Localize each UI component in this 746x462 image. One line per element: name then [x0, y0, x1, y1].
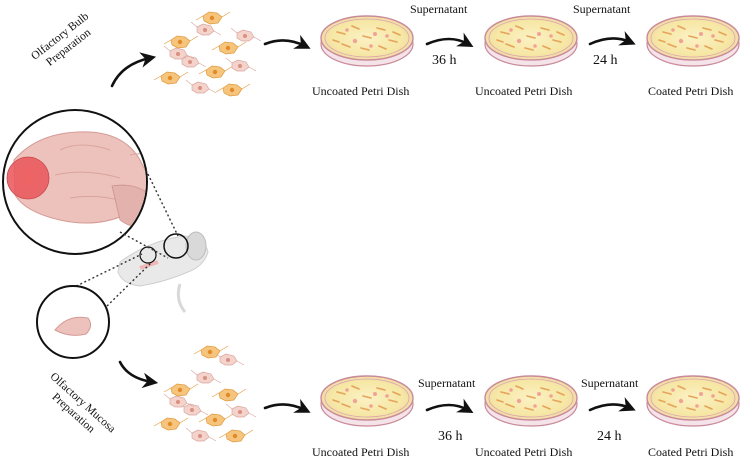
- rat-head: [117, 231, 209, 313]
- bottom-dish-1-label: Uncoated Petri Dish: [312, 445, 410, 459]
- bottom-dish-3-label: Coated Petri Dish: [648, 445, 734, 459]
- top-dish-2-label: Uncoated Petri Dish: [475, 84, 573, 98]
- bottom-dish-1: [320, 375, 414, 427]
- bottom-dish-3: [646, 375, 740, 427]
- bottom-step2-label: Supernatant: [581, 376, 639, 390]
- bottom-step1-time: 36 h: [438, 429, 463, 444]
- bottom-dish-2-label: Uncoated Petri Dish: [475, 445, 573, 459]
- top-step2-label: Supernatant: [573, 2, 631, 16]
- bottom-step1-label: Supernatant: [418, 376, 476, 390]
- top-step1-label: Supernatant: [410, 2, 468, 16]
- mucosa-zoom: [36, 285, 110, 359]
- top-dish-3: [646, 15, 740, 67]
- brain-zoom: [2, 109, 148, 255]
- top-arrows: [110, 31, 636, 88]
- top-dish-2: [484, 15, 578, 67]
- top-cell-cluster: [153, 11, 262, 97]
- top-dish-1-label: Uncoated Petri Dish: [312, 84, 410, 98]
- top-dish-3-label: Coated Petri Dish: [648, 84, 734, 98]
- top-dish-1: [320, 15, 414, 67]
- bottom-step2-time: 24 h: [597, 429, 622, 444]
- bottom-arrows: [118, 360, 636, 414]
- bottom-cell-cluster: [153, 345, 257, 443]
- top-step1-time: 36 h: [432, 53, 457, 68]
- bottom-dish-2: [484, 375, 578, 427]
- top-step2-time: 24 h: [593, 53, 618, 68]
- zoom-lines: [55, 169, 179, 307]
